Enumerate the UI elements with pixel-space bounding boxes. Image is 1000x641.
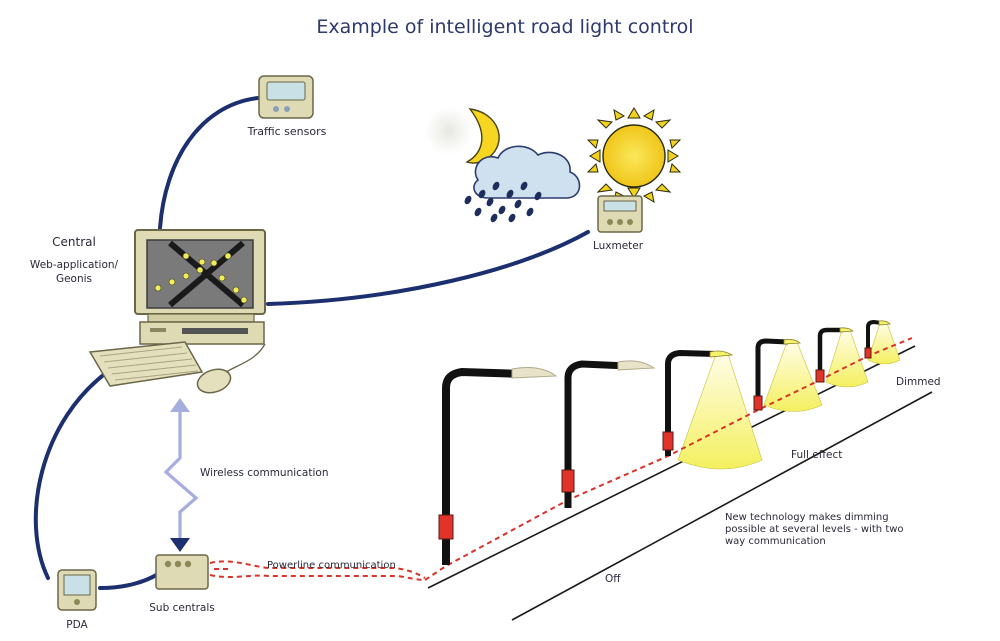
sun-icon [586, 107, 682, 204]
beam-full-effect [677, 353, 763, 470]
wireless-label: Wireless communication [200, 467, 328, 479]
street-lamp-icon [438, 319, 891, 565]
keyboard-icon [88, 341, 204, 387]
sub-central-device [155, 554, 209, 590]
mouse-icon [196, 343, 266, 394]
off-label: Off [605, 573, 621, 585]
lamp-off-1 [438, 367, 558, 565]
road [427, 345, 933, 621]
moon-icon [425, 107, 500, 164]
wireless-link [163, 398, 199, 552]
central-label: Central [52, 235, 96, 249]
luxmeter-label: Luxmeter [593, 240, 644, 252]
lamp-dimmed-1 [753, 338, 802, 411]
full-effect-label: Full effect [791, 449, 842, 461]
powerline-link [209, 560, 426, 581]
beam-dimmed-1 [763, 341, 823, 412]
note-line-3: way communication [725, 536, 826, 547]
computer-base [139, 313, 265, 345]
dimming-note: New technology makes dimming possible at… [725, 512, 904, 547]
geonis-label: Geonis [56, 273, 92, 285]
diagram-title: Example of intelligent road light contro… [316, 16, 693, 38]
powerline-label: Powerline communication [267, 560, 396, 571]
beam-dimmed-3 [867, 322, 901, 365]
link-pda-subcentral [98, 572, 160, 590]
lamp-full [662, 349, 734, 456]
rain-cloud-icon [464, 145, 581, 223]
lamp-dimmed-3 [864, 319, 891, 359]
traffic-sensors-label: Traffic sensors [247, 125, 327, 138]
network-links [33, 96, 590, 590]
note-line-1: New technology makes dimming [725, 512, 889, 523]
luxmeter-device [597, 195, 643, 233]
link-central-luxmeter [266, 230, 590, 306]
link-central-traffic [158, 96, 260, 230]
monitor-icon [134, 229, 266, 315]
sub-centrals-label: Sub centrals [149, 602, 214, 614]
link-central-pda [33, 368, 112, 580]
note-line-2: possible at several levels - with two [725, 524, 904, 535]
lamp-off-2 [561, 360, 656, 508]
lamp-dimmed-2 [815, 327, 855, 383]
pole-power-cable [424, 337, 913, 581]
traffic-sensor-device [258, 75, 314, 119]
pda-device [57, 569, 97, 611]
web-application-label: Web-application/ [30, 259, 119, 271]
dimmed-label: Dimmed [896, 376, 941, 388]
pda-label: PDA [66, 619, 88, 631]
